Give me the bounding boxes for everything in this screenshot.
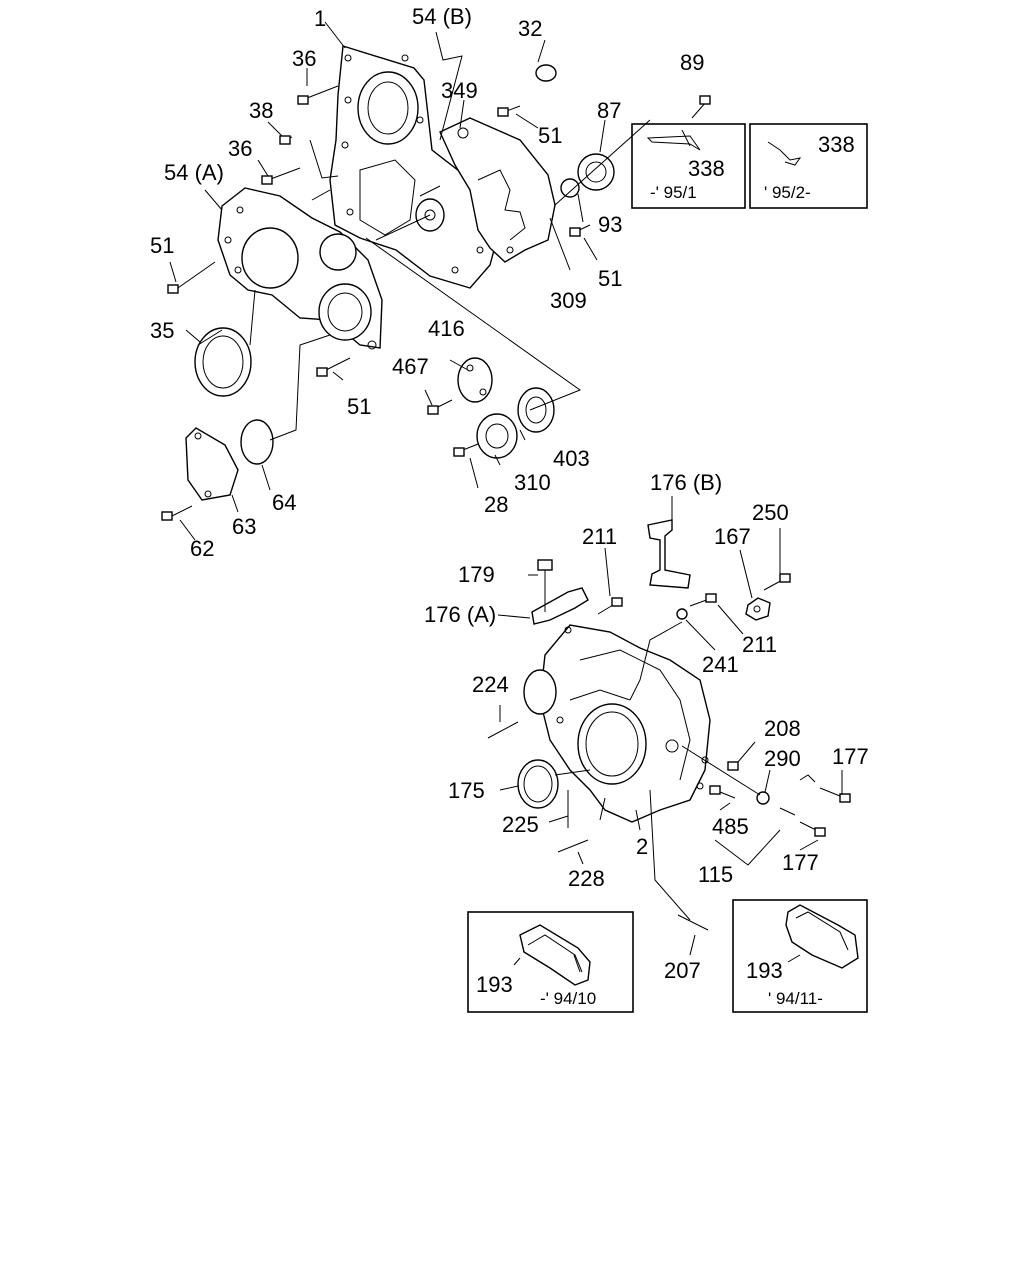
label-228: 228 [568, 866, 605, 891]
label-89: 89 [680, 50, 704, 75]
inset-box-95-1 [631, 123, 746, 209]
label-35: 35 [150, 318, 174, 343]
label-63: 63 [232, 514, 256, 539]
label-176b: 176 (B) [650, 470, 722, 495]
inset-date-94-11: ' 94/11- [768, 989, 823, 1008]
label-51-right: 51 [598, 266, 622, 291]
label-93: 93 [598, 212, 622, 237]
inset-date-95-2: ' 95/2- [764, 183, 811, 202]
label-193-right: 193 [746, 958, 783, 983]
label-167: 167 [714, 524, 751, 549]
label-290: 290 [764, 746, 801, 771]
label-207: 207 [664, 958, 701, 983]
label-250: 250 [752, 500, 789, 525]
label-338-left: 338 [688, 156, 725, 181]
label-485: 485 [712, 814, 749, 839]
label-51-lower: 51 [347, 394, 371, 419]
label-32: 32 [518, 16, 542, 41]
label-1: 1 [314, 6, 326, 31]
label-115: 115 [698, 862, 733, 887]
label-36-mid: 36 [228, 136, 252, 161]
label-225: 225 [502, 812, 539, 837]
inset-box-95-2 [749, 123, 868, 209]
label-51-top: 51 [538, 123, 562, 148]
label-28: 28 [484, 492, 508, 517]
label-211-top: 211 [582, 524, 617, 549]
label-193-left: 193 [476, 972, 513, 997]
label-51-left: 51 [150, 233, 174, 258]
label-54a: 54 (A) [164, 160, 224, 185]
label-211-right: 211 [742, 632, 777, 657]
label-338-right: 338 [818, 132, 855, 157]
label-416: 416 [428, 316, 465, 341]
inset-date-94-10: -' 94/10 [540, 989, 596, 1008]
label-64: 64 [272, 490, 296, 515]
label-177-top: 177 [832, 744, 869, 769]
label-224: 224 [472, 672, 509, 697]
flywheel-housing-assembly [467, 496, 868, 1013]
label-176a: 176 (A) [424, 602, 496, 627]
label-179: 179 [458, 562, 495, 587]
label-2: 2 [636, 834, 648, 859]
label-241: 241 [702, 652, 739, 677]
timing-gear-case-assembly [161, 21, 868, 541]
label-62: 62 [190, 536, 214, 561]
inset-box-94-10 [467, 911, 634, 1013]
label-349: 349 [441, 78, 478, 103]
label-310: 310 [514, 470, 551, 495]
label-87: 87 [597, 98, 621, 123]
label-208: 208 [764, 716, 801, 741]
label-38: 38 [249, 98, 273, 123]
label-467: 467 [392, 354, 429, 379]
part-number-labels: 1 54 (B) 32 36 349 89 38 87 51 36 54 (A)… [150, 4, 869, 1008]
label-403: 403 [553, 446, 590, 471]
label-54b: 54 (B) [412, 4, 472, 29]
label-36-top: 36 [292, 46, 316, 71]
inset-box-94-11 [732, 899, 868, 1013]
inset-date-95-1: -' 95/1 [650, 183, 697, 202]
label-309: 309 [550, 288, 587, 313]
label-177-bottom: 177 [782, 850, 819, 875]
label-175: 175 [448, 778, 485, 803]
